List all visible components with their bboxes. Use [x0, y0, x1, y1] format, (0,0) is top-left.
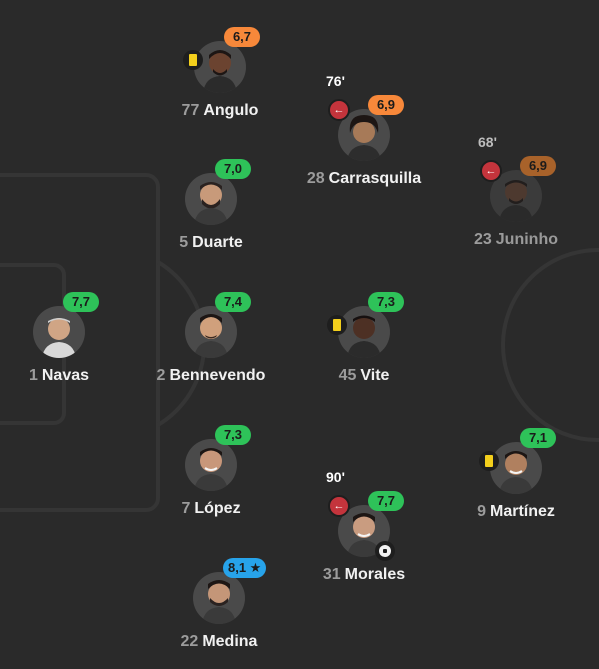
player-rating: 8,1 ★	[223, 558, 267, 578]
player-rating: 7,3	[215, 425, 251, 445]
player-avatar	[185, 439, 237, 491]
player-rating: 7,7	[368, 491, 404, 511]
football-icon	[375, 541, 395, 561]
sub-minute: 90'	[326, 469, 345, 485]
center-circle	[501, 248, 599, 442]
player-avatar	[338, 306, 390, 358]
player-rating: 6,9	[368, 95, 404, 115]
player-rating: 7,3	[368, 292, 404, 312]
player-avatar	[490, 442, 542, 494]
player-avatar	[193, 572, 245, 624]
yellow-card-icon	[479, 451, 499, 471]
player-avatar	[185, 173, 237, 225]
player-rating: 7,1	[520, 428, 556, 448]
player-rating: 7,7	[63, 292, 99, 312]
yellow-card-icon	[327, 315, 347, 335]
player-rating: 7,0	[215, 159, 251, 179]
sub-off-arrow-icon: ←	[480, 160, 502, 182]
penalty-area	[0, 173, 160, 512]
player-rating: 7,4	[215, 292, 251, 312]
sub-minute: 76'	[326, 73, 345, 89]
player-rating: 6,9	[520, 156, 556, 176]
player-avatar	[194, 41, 246, 93]
player-rating: 6,7	[224, 27, 260, 47]
player-avatar	[33, 306, 85, 358]
yellow-card-icon	[183, 50, 203, 70]
sub-off-arrow-icon: ←	[328, 495, 350, 517]
sub-minute: 68'	[478, 134, 497, 150]
sub-off-arrow-icon: ←	[328, 99, 350, 121]
player-avatar	[185, 306, 237, 358]
